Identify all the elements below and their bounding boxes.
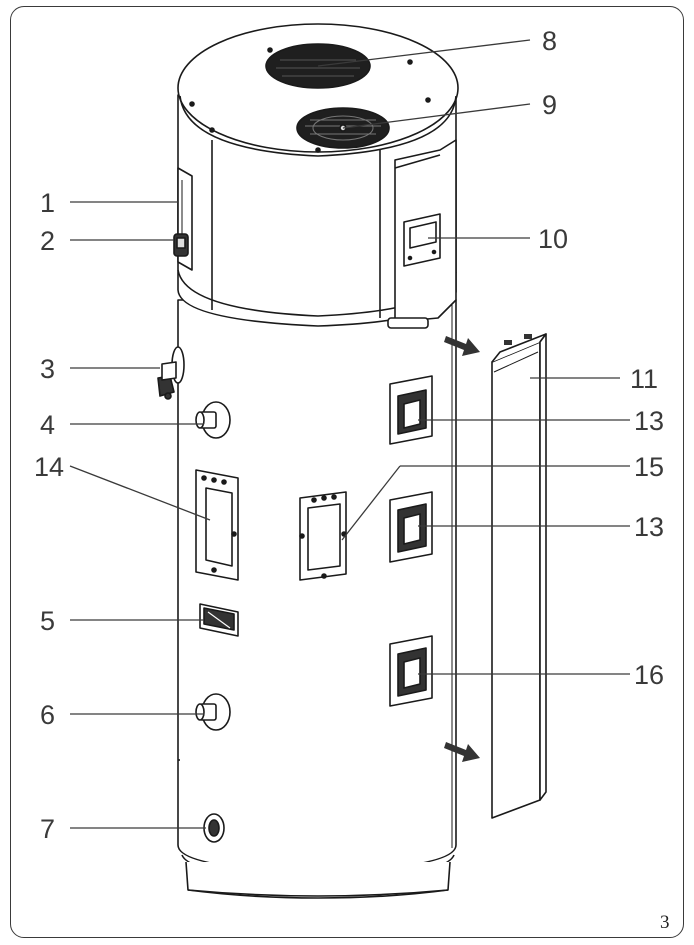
callout-6: 6 [40,700,55,730]
connection-flange-middle [389,491,433,563]
callout-2: 2 [40,226,55,256]
power-switch [173,233,189,257]
callout-4: 4 [40,410,55,440]
removal-arrow-lower [444,742,480,762]
callout-14: 14 [34,452,64,482]
leader-lines [69,39,630,829]
callout-3: 3 [40,354,55,384]
heat-pump-top-unit [173,23,459,329]
removable-side-cover [491,333,547,819]
connection-flange-lower [389,635,433,707]
callout-8: 8 [542,26,557,56]
diagram-frame [10,6,684,938]
callout-7: 7 [40,814,55,844]
callout-labels: 1 2 3 4 14 5 6 7 8 9 10 11 13 15 13 16 [34,26,664,844]
connection-flange-upper [389,375,433,445]
page-number: 3 [660,912,670,933]
drain-connection [203,813,225,843]
removal-arrow-upper [444,336,480,356]
display-window [403,213,441,267]
valve-fitting [157,346,185,400]
callout-13-upper: 13 [634,406,664,436]
callout-5: 5 [40,606,55,636]
callout-9: 9 [542,90,557,120]
water-inlet-connection [195,693,231,731]
callout-11: 11 [630,364,658,394]
inspection-flange-left [195,469,239,581]
callout-15: 15 [634,452,664,482]
callout-13-lower: 13 [634,512,664,542]
callout-16: 16 [634,660,664,690]
tank-body [177,299,457,899]
inspection-flange-center [299,491,347,581]
callout-1: 1 [40,188,55,218]
callout-10: 10 [538,224,568,254]
